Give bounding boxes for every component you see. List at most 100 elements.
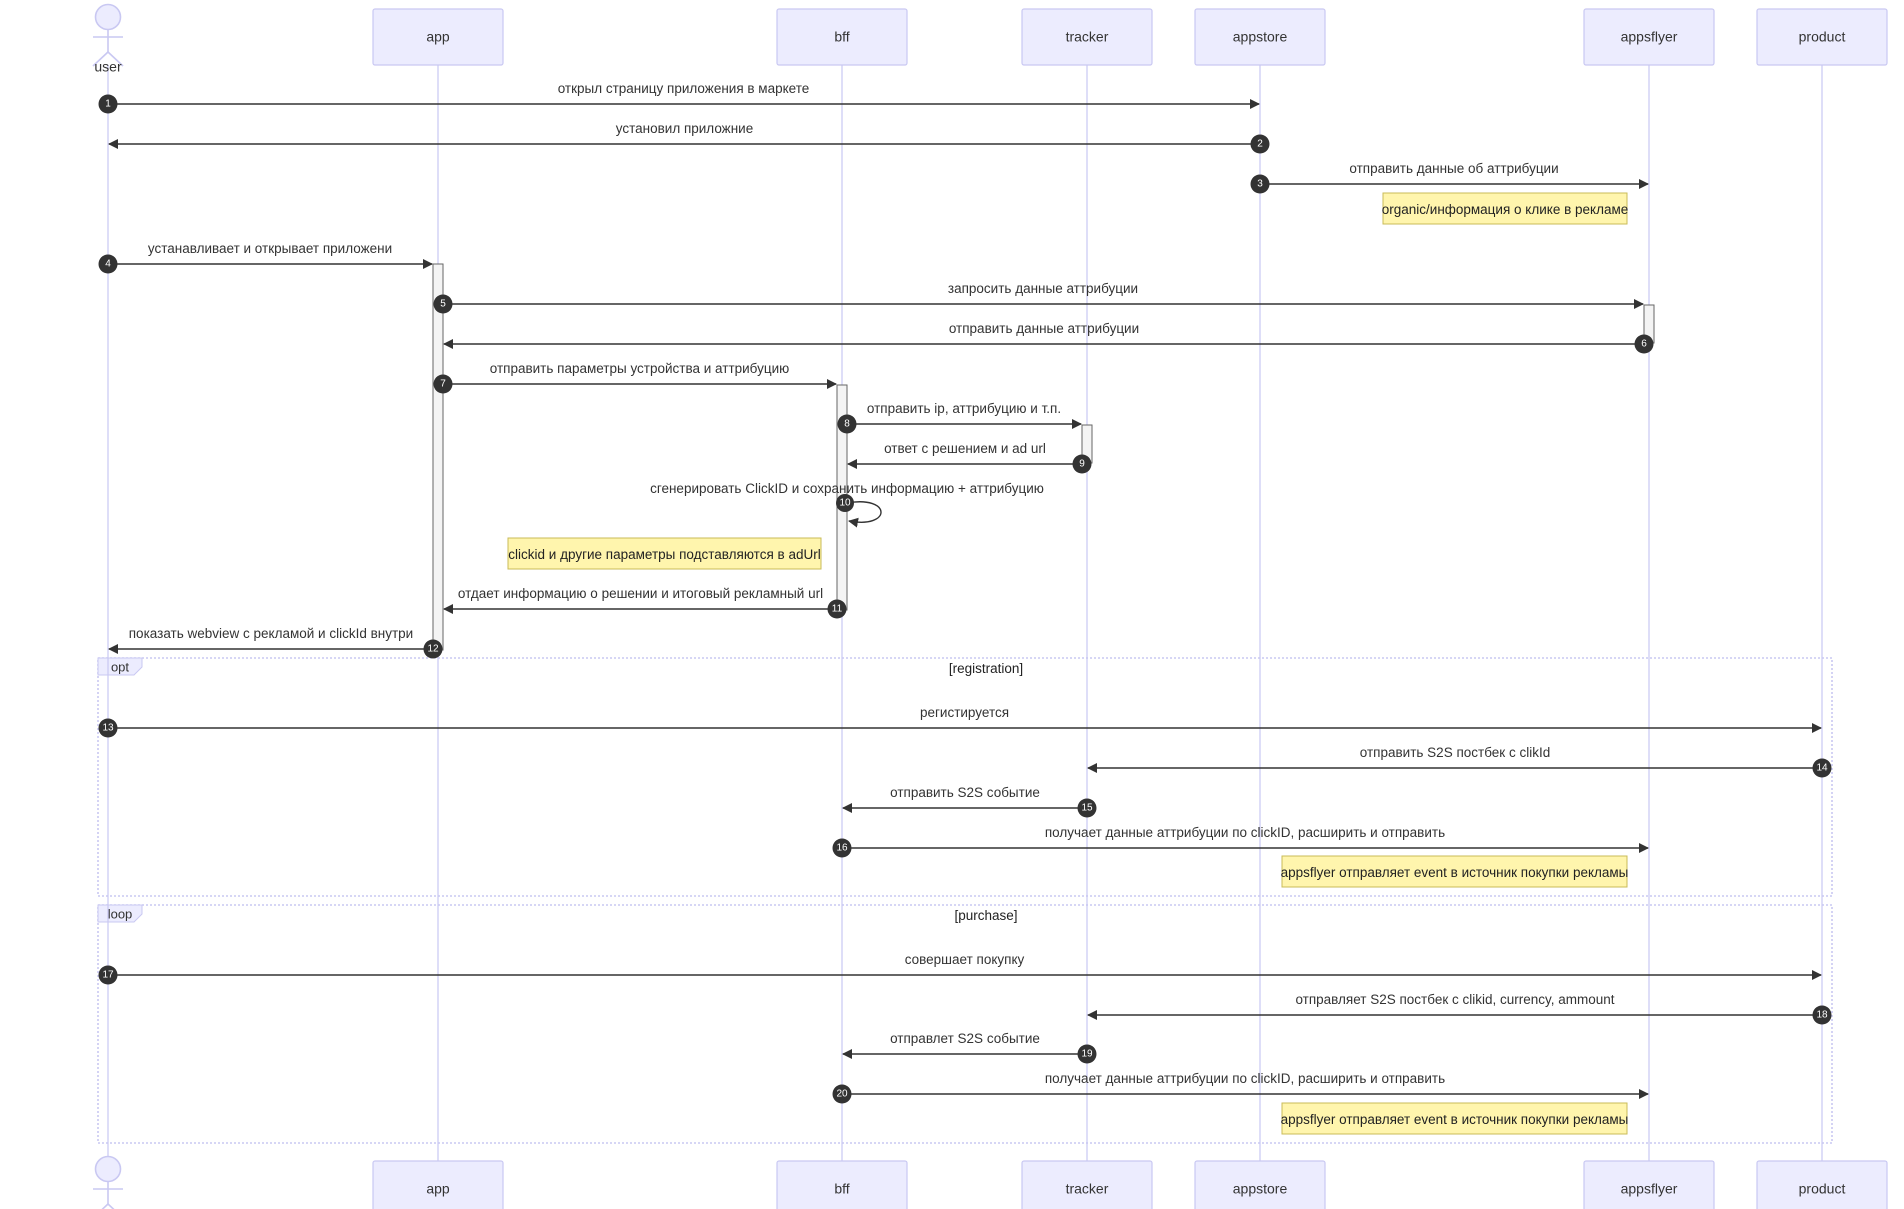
participant-label: app [426, 29, 450, 45]
participant-box [1583, 8, 1715, 66]
participant-label: bff [834, 29, 849, 45]
sequence-number-badge [98, 94, 118, 114]
participant-app-top: app [372, 8, 504, 66]
message-20: получает данные аттрибуции по clickID, р… [832, 1071, 1649, 1104]
sequence-number-badge [836, 494, 854, 512]
participant-box [776, 8, 908, 66]
sequence-number-badge [423, 639, 443, 659]
message-label: устанавливает и открывает приложени [148, 241, 392, 256]
sequence-number: 19 [1081, 1049, 1093, 1060]
note-text: appsflyer отправляет event в источник по… [1281, 1112, 1629, 1127]
participant-box [776, 1160, 908, 1209]
participant-box [1021, 8, 1153, 66]
sequence-number: 4 [105, 259, 111, 270]
sequence-number: 1 [105, 99, 111, 110]
participant-app-bottom: app [372, 1160, 504, 1209]
sequence-number-badge [832, 838, 852, 858]
message-1: открыл страницу приложения в маркете 1 [98, 81, 1260, 114]
sequence-number-badge [1072, 454, 1092, 474]
sequence-number: 10 [839, 498, 851, 509]
participant-product-top: product [1756, 8, 1888, 66]
participant-label: tracker [1066, 1181, 1109, 1197]
sequence-number-badge [433, 294, 453, 314]
sequence-number-badge [1812, 1005, 1832, 1025]
sequence-number: 5 [440, 299, 446, 310]
frame-condition-loop: [purchase] [954, 908, 1017, 923]
participant-box [372, 8, 504, 66]
participant-box [1756, 8, 1888, 66]
sequence-number: 11 [832, 604, 843, 615]
message-label: получает данные аттрибуции по clickID, р… [1045, 1071, 1445, 1086]
message-label: сгенерировать ClickID и сохранить информ… [650, 481, 1044, 496]
message-label: установил приложние [616, 121, 753, 136]
message-4: устанавливает и открывает приложени 4 [98, 241, 433, 274]
sequence-number-badge [98, 965, 118, 985]
message-9: ответ с решением и ad url 9 [847, 441, 1092, 474]
message-15: отправить S2S событие 15 [842, 785, 1097, 818]
participant-label: user [94, 59, 122, 75]
message-10: сгенерировать ClickID и сохранить информ… [650, 481, 1044, 528]
sequence-number-badge [1250, 174, 1270, 194]
message-8: отправить ip, аттрибуцию и т.п.8 [837, 401, 1082, 434]
message-label: получает данные аттрибуции по clickID, р… [1045, 825, 1445, 840]
message-label: отдает информацию о решении и итоговый р… [458, 586, 823, 601]
sequence-number-badge [1077, 1044, 1097, 1064]
message-13: регистируется 13 [98, 705, 1822, 738]
frame-label-loop: loop [108, 907, 133, 922]
note: organic/информация о клике в рекламе [1382, 192, 1628, 225]
participant-user-top: user [92, 3, 124, 75]
participant-label: appsflyer [1621, 1181, 1678, 1197]
participant-appstore-top: appstore [1194, 8, 1326, 66]
participant-bff-top: bff [776, 8, 908, 66]
sequence-number: 2 [1257, 139, 1263, 150]
message-label: отправить параметры устройства и аттрибу… [490, 361, 790, 376]
activation-app [432, 263, 444, 651]
participant-box [1583, 1160, 1715, 1209]
sequence-number: 13 [102, 723, 114, 734]
message-label: совершает покупку [905, 952, 1025, 967]
participant-label: app [426, 1181, 450, 1197]
sequence-number-badge [98, 254, 118, 274]
message-label: показать webview с рекламой и clickId вн… [129, 626, 413, 641]
sequence-number-badge [98, 718, 118, 738]
participant-tracker-bottom: tracker [1021, 1160, 1153, 1209]
sequence-number: 18 [1816, 1010, 1828, 1021]
frame-label-opt: opt [111, 660, 129, 675]
sequence-number: 7 [440, 379, 446, 390]
sequence-number-badge [827, 599, 847, 619]
message-label: ответ с решением и ad url [884, 441, 1046, 456]
sequence-number: 15 [1081, 803, 1093, 814]
sequence-number: 9 [1079, 459, 1085, 470]
sequence-number: 17 [102, 970, 114, 981]
message-label: регистируется [920, 705, 1009, 720]
message-label: отправить данные аттрибуции [949, 321, 1139, 336]
message-label: отправить S2S постбек с clikId [1360, 745, 1550, 760]
note: appsflyer отправляет event в источник по… [1281, 855, 1628, 888]
participant-box [1021, 1160, 1153, 1209]
message-16: получает данные аттрибуции по clickID, р… [832, 825, 1649, 858]
participant-bff-bottom: bff [776, 1160, 908, 1209]
message-label: отправляет S2S постбек с clikid, currenc… [1295, 992, 1614, 1007]
sequence-number-badge [1634, 334, 1654, 354]
message-label: отправить данные об аттрибуции [1349, 161, 1558, 176]
participant-box [1194, 8, 1326, 66]
sequence-number-badge [837, 414, 857, 434]
message-arrow [846, 501, 882, 528]
participant-label: tracker [1066, 29, 1109, 45]
sequence-number-badge [433, 374, 453, 394]
participant-label: appsflyer [1621, 29, 1678, 45]
frame-loop: loop [purchase] [97, 904, 1833, 1144]
message-label: открыл страницу приложения в маркете [558, 81, 810, 96]
sequence-number-badge [1077, 798, 1097, 818]
message-label: отправить S2S событие [890, 785, 1040, 800]
participant-box [1756, 1160, 1888, 1209]
participant-label: product [1799, 1181, 1846, 1197]
note: appsflyer отправляет event в источник по… [1281, 1102, 1629, 1135]
sequence-number-badge [832, 1084, 852, 1104]
sequence-number: 14 [1816, 763, 1828, 774]
user-actor-icon [92, 3, 124, 67]
